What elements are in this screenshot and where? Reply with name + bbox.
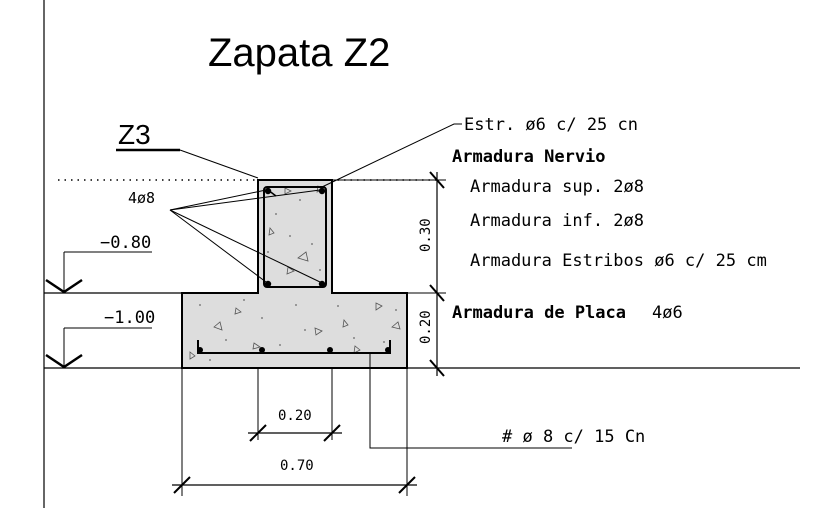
nervio-inf: Armadura inf. 2ø8 bbox=[470, 211, 644, 231]
stirrup-leader bbox=[321, 123, 462, 188]
base-bar-1 bbox=[197, 347, 203, 353]
concrete-texture bbox=[189, 185, 401, 360]
rebar-top-left bbox=[264, 187, 272, 195]
elevation-upper: −0.80 bbox=[100, 233, 151, 253]
concrete-dots bbox=[199, 199, 397, 361]
rebar-top-right bbox=[318, 187, 326, 195]
rebar-bottom-right bbox=[318, 280, 326, 288]
section-label-leader bbox=[179, 149, 259, 179]
section-label: Z3 bbox=[118, 119, 151, 150]
base-bar-2 bbox=[259, 347, 265, 353]
stem-width-dimension: 0.20 bbox=[278, 408, 312, 424]
placa-value: 4ø6 bbox=[652, 303, 683, 323]
base-bar-3 bbox=[327, 347, 333, 353]
placa-header: Armadura de Placa bbox=[452, 303, 626, 323]
rebar-label: 4ø8 bbox=[128, 189, 155, 207]
base-width-dimension-lines bbox=[172, 368, 417, 496]
mesh-note: # ø 8 c/ 15 Cn bbox=[502, 427, 645, 447]
stem-width-dimension-lines bbox=[248, 368, 342, 442]
base-bar-4 bbox=[385, 347, 391, 353]
footing-concrete-section bbox=[181, 179, 408, 369]
elevation-marker-upper bbox=[44, 251, 182, 294]
nervio-estribos: Armadura Estribos ø6 c/ 25 cm bbox=[470, 251, 767, 271]
nervio-sup: Armadura sup. 2ø8 bbox=[470, 177, 644, 197]
rebar-bottom-left bbox=[264, 280, 272, 288]
elevation-lower: −1.00 bbox=[104, 308, 155, 328]
nervio-header: Armadura Nervio bbox=[452, 147, 606, 167]
stem-stirrup bbox=[263, 186, 327, 288]
stem-height-dimension: 0.30 bbox=[418, 218, 434, 252]
rebar-leaders bbox=[169, 189, 321, 283]
mesh-leader bbox=[369, 353, 572, 449]
elevation-marker-lower bbox=[45, 327, 152, 369]
base-width-dimension: 0.70 bbox=[280, 458, 314, 474]
base-reinforcement-bar bbox=[197, 340, 391, 354]
base-height-dimension: 0.20 bbox=[418, 310, 434, 344]
stirrup-note: Estr. ø6 c/ 25 cn bbox=[464, 115, 638, 135]
drawing-title: Zapata Z2 bbox=[208, 31, 390, 75]
